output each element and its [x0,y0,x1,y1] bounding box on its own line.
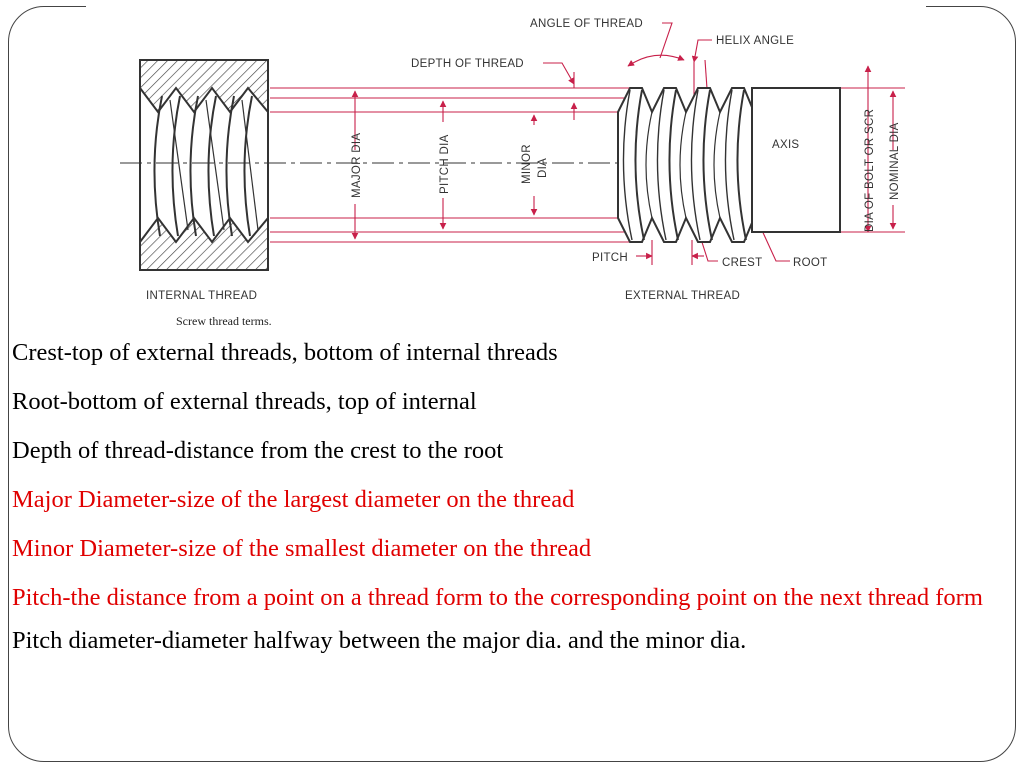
frame-gap [86,0,926,14]
label-pitch: PITCH [592,252,628,264]
label-dia-of-bolt: DIA OF BOLT OR SCR [864,109,876,232]
label-major-dia: MAJOR DIA [351,133,363,198]
label-depth-of-thread: DEPTH OF THREAD [411,58,524,70]
definition-root: Root-bottom of external threads, top of … [12,388,477,415]
label-nominal-dia: NOMINAL DIA [889,122,901,200]
label-axis: AXIS [772,139,799,151]
definitions-list: Crest-top of external threads, bottom of… [12,338,1002,675]
screw-thread-diagram: ANGLE OF THREAD HELIX ANGLE DEPTH OF THR… [120,18,905,328]
figure-caption: Screw thread terms. [176,314,272,328]
extension-lines [270,87,905,243]
label-internal-thread: INTERNAL THREAD [146,290,257,302]
internal-thread-section [139,59,269,271]
label-root: ROOT [793,257,827,269]
definition-pitch-diameter: Pitch diameter-diameter halfway between … [12,627,747,654]
external-thread-bolt [617,87,841,243]
definition-pitch: Pitch-the distance from a point on a thr… [12,584,983,611]
definition-depth: Depth of thread-distance from the crest … [12,437,504,464]
label-external-thread: EXTERNAL THREAD [625,290,740,302]
label-minor-dia-line1: MINOR [521,144,533,184]
label-crest: CREST [722,257,762,269]
definition-major-diameter: Major Diameter-size of the largest diame… [12,486,575,513]
label-pitch-dia: PITCH DIA [439,134,451,194]
definition-crest: Crest-top of external threads, bottom of… [12,339,558,366]
label-angle-of-thread: ANGLE OF THREAD [530,18,643,30]
label-helix-angle: HELIX ANGLE [716,35,794,47]
definition-minor-diameter: Minor Diameter-size of the smallest diam… [12,535,592,562]
label-minor-dia-line2: DIA [537,158,549,178]
